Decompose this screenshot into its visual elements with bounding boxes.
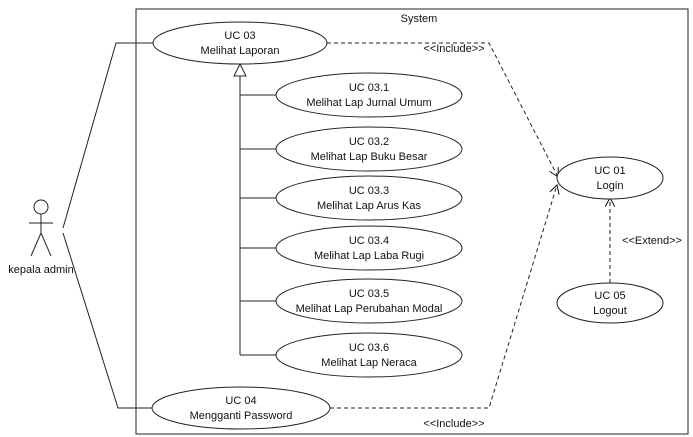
- include-label-bottom: <<Include>>: [423, 418, 484, 430]
- uc034-name: Melihat Lap Laba Rugi: [314, 250, 424, 262]
- uc05-id: UC 05: [594, 290, 625, 302]
- uc034-id: UC 03.4: [349, 235, 389, 247]
- actor-head: [33, 199, 49, 215]
- uc04-name: Mengganti Password: [190, 410, 293, 422]
- uc01-id: UC 01: [594, 165, 625, 177]
- include-uc03-uc01: <<Include>>: [327, 42, 558, 177]
- uc05-name: Logout: [593, 305, 627, 317]
- uc035-id: UC 03.5: [349, 288, 389, 300]
- use-case-uc031: UC 03.1 Melihat Lap Jurnal Umum: [275, 72, 463, 118]
- uc036-name: Melihat Lap Neraca: [321, 357, 417, 369]
- use-case-uc035: UC 03.5 Melihat Lap Perubahan Modal: [275, 278, 463, 324]
- generalization-trunk: [233, 62, 276, 356]
- uc036-id: UC 03.6: [349, 342, 389, 354]
- actor-right-leg: [40, 232, 52, 257]
- include-label-top: <<Include>>: [423, 43, 484, 55]
- uc033-id: UC 03.3: [349, 185, 389, 197]
- uc031-name: Melihat Lap Jurnal Umum: [306, 97, 431, 109]
- association-actor-uc04: [62, 232, 153, 409]
- uc032-id: UC 03.2: [349, 136, 389, 148]
- uc035-name: Melihat Lap Perubahan Modal: [296, 303, 443, 315]
- system-label: System: [401, 13, 438, 25]
- generalization-arrowhead: [233, 62, 247, 77]
- system-boundary: System: [135, 8, 689, 435]
- use-case-uc03: UC 03 Melihat Laporan: [152, 21, 328, 65]
- association-actor-uc03: [62, 42, 153, 229]
- use-case-uc05: UC 05 Logout: [556, 282, 664, 324]
- include-uc04-uc01: <<Include>>: [330, 185, 557, 430]
- extend-uc05-uc01: <<Extend>>: [610, 198, 682, 283]
- actor-left-leg: [30, 232, 42, 257]
- use-case-uc036: UC 03.6 Melihat Lap Neraca: [275, 332, 463, 378]
- uc031-id: UC 03.1: [349, 82, 389, 94]
- use-case-uc034: UC 03.4 Melihat Lap Laba Rugi: [275, 225, 463, 271]
- use-case-uc033: UC 03.3 Melihat Lap Arus Kas: [275, 175, 463, 221]
- extend-label: <<Extend>>: [622, 235, 682, 247]
- uc032-name: Melihat Lap Buku Besar: [311, 151, 428, 163]
- actor-kepala-admin: [29, 199, 53, 257]
- uc03-name: Melihat Laporan: [201, 45, 280, 57]
- use-case-uc01: UC 01 Login: [556, 156, 664, 200]
- actor-name: kepala admin: [8, 264, 73, 276]
- use-case-uc032: UC 03.2 Melihat Lap Buku Besar: [275, 126, 463, 172]
- uc03-id: UC 03: [224, 30, 255, 42]
- uc04-id: UC 04: [225, 395, 256, 407]
- uc01-name: Login: [597, 180, 624, 192]
- uc033-name: Melihat Lap Arus Kas: [317, 200, 421, 212]
- use-case-uc04: UC 04 Mengganti Password: [151, 386, 331, 430]
